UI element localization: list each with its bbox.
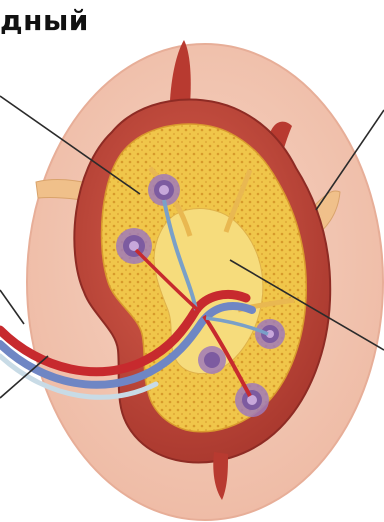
follicle-bottom-right xyxy=(235,383,269,417)
follicle-right xyxy=(255,319,285,349)
follicle-center xyxy=(198,346,226,374)
leader-line-mid-left xyxy=(0,290,24,324)
